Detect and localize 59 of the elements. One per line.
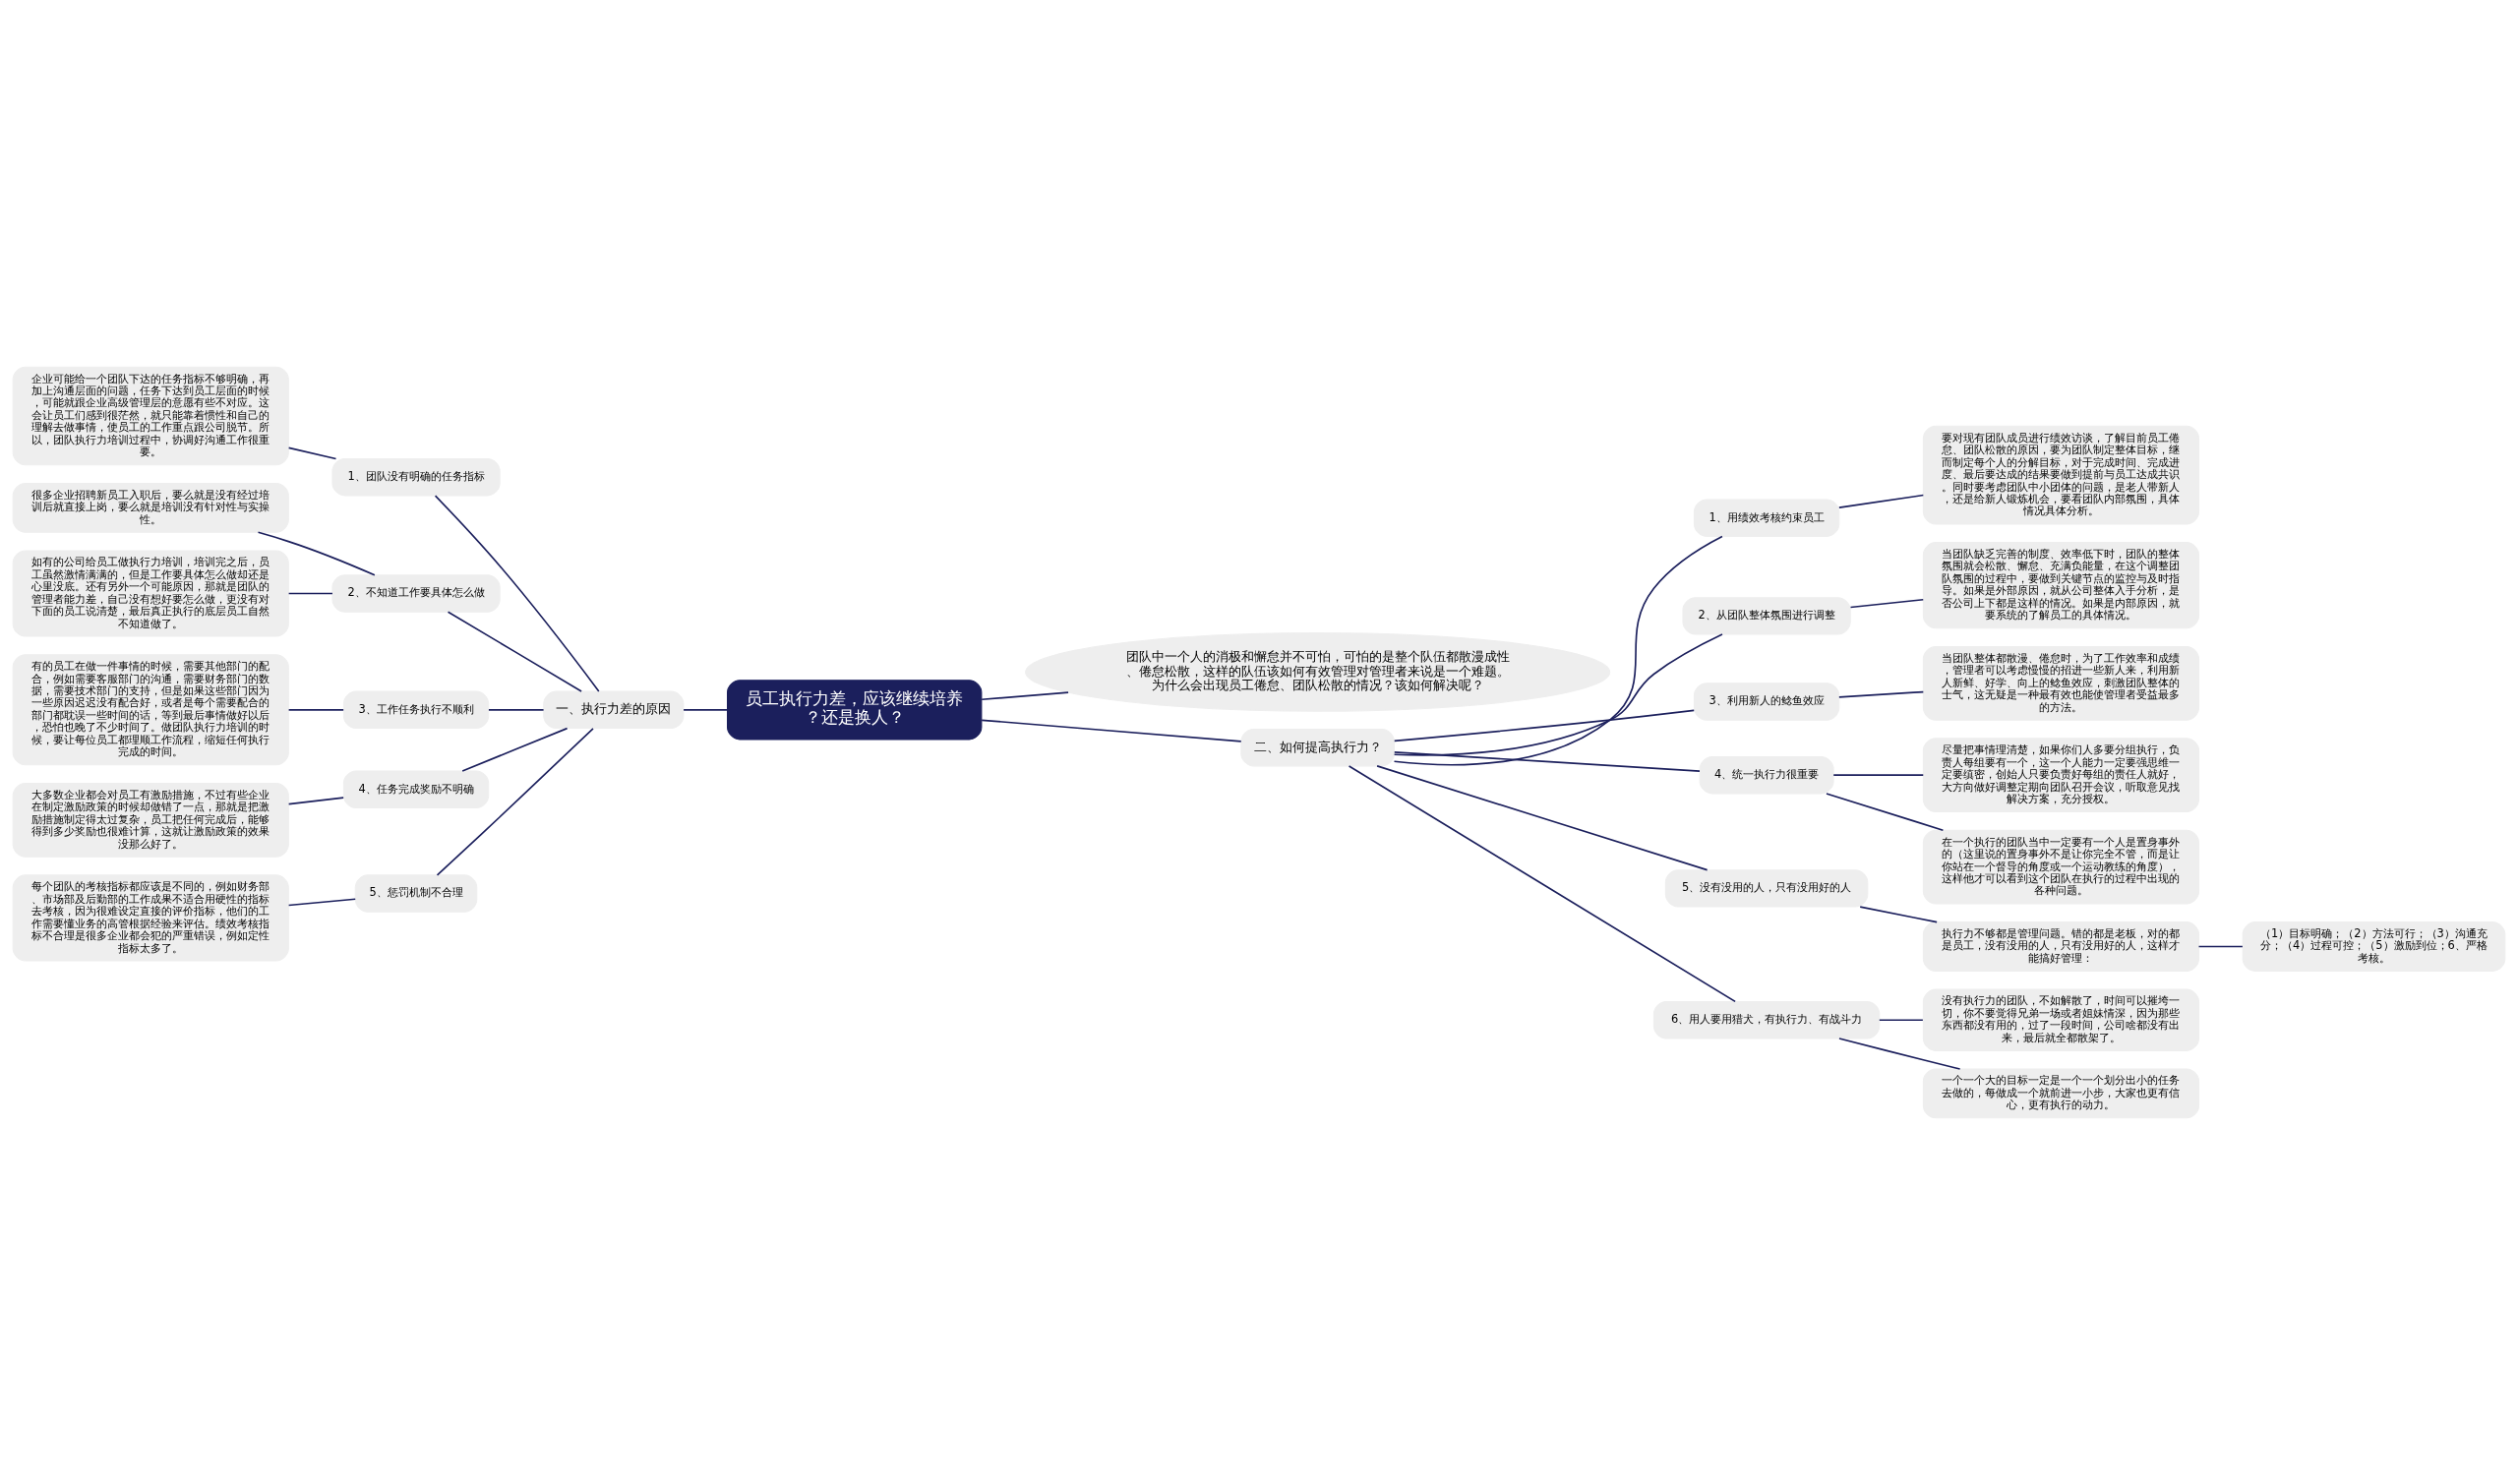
connector xyxy=(2197,945,2244,947)
connector xyxy=(1393,535,1723,766)
node-box: 6、用人要用猎犬，有执行力、有战斗力 xyxy=(1652,1000,1881,1039)
node-box: 一、执行力差的原因 xyxy=(543,690,685,729)
connector xyxy=(1393,750,1701,772)
node-box: 1、团队没有明确的任务指标 xyxy=(331,457,501,496)
connector xyxy=(1376,764,1709,870)
node-box: 2、从团队整体氛围进行调整 xyxy=(1682,596,1851,635)
node-box: 5、惩罚机制不合理 xyxy=(354,873,478,913)
node-box: 很多企业招聘新员工入职后，要么就是没有经过培训后就直接上岗，要么就是培训没有针对性与实操性。 xyxy=(12,482,289,533)
node-box: 二、如何提高执行力？ xyxy=(1240,728,1395,766)
node-box: 2、不知道工作要具体怎么做 xyxy=(331,573,501,613)
node-box: 当团队缺乏完善的制度、效率低下时，团队的整体氛围就会松散、懈怠、充满负能量，在这个调整团队氛围的过程中，要做到关键节点的监控与及时指导。如果是外部原因，就从公司整体入手分析，是否公司上下都是这样的情况。如果是内部原因，就要系统的了解员工的具体情况。 xyxy=(1922,541,2200,628)
connector xyxy=(683,708,729,711)
node-box: 1、用绩效考核约束员工 xyxy=(1693,499,1840,537)
connector xyxy=(981,690,1069,700)
connector xyxy=(1393,632,1723,756)
node-box: 大多数企业都会对员工有激励措施，不过有些企业在制定激励政策的时候却做错了一点，那就是把激励措施制定得太过复杂，员工把任何完成后，能够得到多少奖励也很难计算，这就让激励政策的效果没那么好了。 xyxy=(12,782,289,858)
node-box: 没有执行力的团队，不如解散了，时间可以摧垮一切，你不要觉得兄弟一场或者姐妹情深，因为那些东西都没有用的，过了一段时间，公司啥都没有出来，最后就全都散架了。 xyxy=(1922,988,2200,1051)
node-box: 3、利用新人的鲶鱼效应 xyxy=(1693,682,1840,721)
connector xyxy=(447,610,582,692)
node-box: 企业可能给一个团队下达的任务指标不够明确，再加上沟通层面的问题，任务下达到员工层面的时候，可能就跟企业高级管理层的意愿有些不对应。这会让员工们感到很茫然，就只能靠着惯性和自己的理解去做事情，使员工的工作重点跟公司脱节。所以，团队执行力培训过程中，协调好沟通工作很重要。 xyxy=(12,366,289,465)
connector xyxy=(1838,690,1925,698)
connector xyxy=(287,446,337,459)
node-box: 如有的公司给员工做执行力培训，培训完之后，员工虽然激情满满的，但是工作要具体怎么做却还是心里没底。还有另外一个可能原因，那就是团队的管理者能力差，自己没有想好要怎么做，更没有对下面的员工说清楚，最后真正执行的底层员工自然不知道做了。 xyxy=(12,549,289,637)
node-ellipse: 团队中一个人的消极和懈怠并不可怕，可怕的是整个队伍都散漫成性、倦怠松散，这样的队伍该如何有效管理对管理者来说是一个难题。为什么会出现员工倦怠、团队松散的情况？该如何解决呢？ xyxy=(1025,631,1611,712)
connector xyxy=(461,727,569,772)
node-box: 4、统一执行力很重要 xyxy=(1699,755,1834,794)
node-box: 一个一个大的目标一定是一个一个划分出小的任务去做的，每做成一个就前进一小步，大家也更有信心，更有执行的动力。 xyxy=(1922,1068,2200,1118)
connector xyxy=(257,531,376,576)
node-box: 要对现有团队成员进行绩效访谈，了解目前员工倦怠、团队松散的原因，要为团队制定整体目标，继而制定每个人的分解目标，对于完成时间、完成进度、最后要达成的结果要做到提前与员工达成共识。同时要考虑团队中小团体的问题，是老人带新人，还是给新人锻炼机会，要看团队内部氛围，具体情况具体分析。 xyxy=(1922,425,2200,524)
node-box: 执行力不够都是管理问题。错的都是老板，对的都是员工，没有没用的人，只有没用好的人，这样才能搞好管理： xyxy=(1922,920,2200,972)
connector xyxy=(287,592,333,594)
connector xyxy=(488,708,545,711)
connector xyxy=(434,494,600,692)
connector xyxy=(287,897,357,906)
connector xyxy=(1832,773,1925,776)
connector xyxy=(1826,792,1945,831)
connector xyxy=(1878,1018,1924,1021)
node-box: （1）目标明确；（2）方法可行；（3）沟通充分；（4）过程可控；（5）激励到位；6、严格考核。 xyxy=(2242,920,2506,972)
connector xyxy=(436,727,594,876)
node-box: 3、工作任务执行不顺利 xyxy=(342,690,490,729)
node-box: 在一个执行的团队当中一定要有一个人是置身事外的（这里说的置身事外不是让你完全不管，而是让你站在一个督导的角度或一个运动教练的角度），这样他才可以看到这个团队在执行的过程中出现的各种问题。 xyxy=(1922,829,2200,904)
node-box: 有的员工在做一件事情的时候，需要其他部门的配合，例如需要客服部门的沟通，需要财务部门的数据，需要技术部门的支持，但是如果这些部门因为一些原因迟迟没有配合好，或者是每个需要配合的部门都耽误一些时间的话，等到最后事情做好以后，恐怕也晚了不少时间了。做团队执行力培训的时候，要让每位员工都理顺工作流程，缩短任何执行完成的时间。 xyxy=(12,653,289,765)
connector xyxy=(1348,764,1736,1002)
node-box: 5、没有没用的人，只有没用好的人 xyxy=(1664,868,1869,908)
connector xyxy=(981,718,1242,742)
connector xyxy=(1859,905,1938,922)
connector xyxy=(1849,598,1925,608)
node-box: 4、任务完成奖励不明确 xyxy=(342,770,490,808)
connector xyxy=(1393,709,1696,742)
node-box: 尽量把事情理清楚，如果你们人多要分组执行，负责人每组要有一个，这一个人能力一定要强思维一定要缜密，创始人只要负责好每组的责任人就好，大方向做好调整定期向团队召开会议，听取意见找解决方案，充分授权。 xyxy=(1922,737,2200,812)
connector xyxy=(287,796,344,804)
node-box: 员工执行力差，应该继续培养？还是换人？ xyxy=(727,679,983,740)
connector xyxy=(1838,1037,1961,1070)
node-box: 当团队整体都散漫、倦怠时，为了工作效率和成绩，管理者可以考虑慢慢的招进一些新人来，利用新人新鲜、好学、向上的鲶鱼效应，刺激团队整体的士气，这无疑是一种最有效也能使管理者受益最多的方法。 xyxy=(1922,645,2200,721)
connector xyxy=(287,708,344,711)
node-box: 每个团队的考核指标都应该是不同的，例如财务部、市场部及后勤部的工作成果不适合用硬性的指标去考核，因为很难设定直接的评价指标，他们的工作需要懂业务的高管根据经验来评估。绩效考核指标不合理是很多企业都会犯的严重错误，例如定性指标太多了。 xyxy=(12,873,289,962)
connector xyxy=(1838,494,1925,508)
